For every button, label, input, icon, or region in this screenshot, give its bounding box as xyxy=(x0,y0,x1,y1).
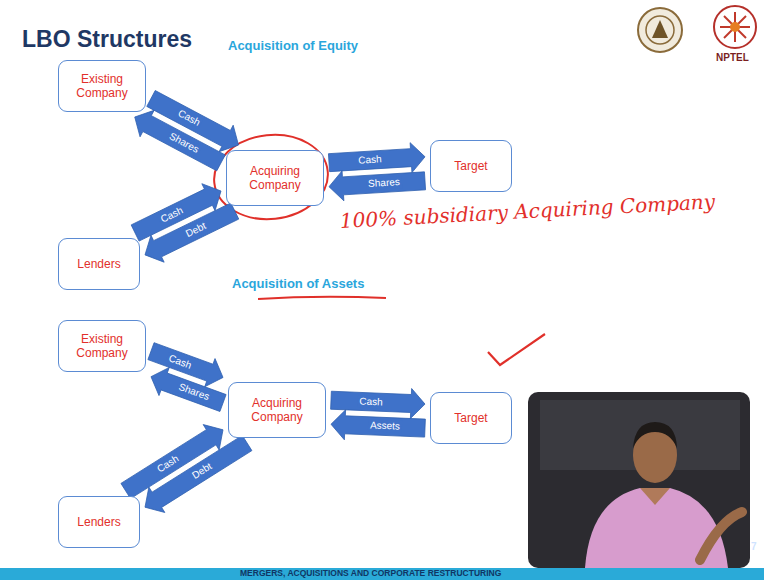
box-label: Lenders xyxy=(77,515,120,529)
nptel-logo-hub xyxy=(730,22,740,32)
box-label: Target xyxy=(454,159,487,173)
company-box: Existing Company xyxy=(58,320,146,372)
handwritten-checkmark xyxy=(488,334,545,365)
arrow-label: Assets xyxy=(368,420,402,433)
flow-arrow xyxy=(145,203,239,262)
arrow-label: Cash xyxy=(357,395,385,408)
footer-text: MERGERS, ACQUISITIONS AND CORPORATE REST… xyxy=(240,568,501,580)
company-box: Acquiring Company xyxy=(226,150,324,206)
presenter-hair xyxy=(633,422,677,448)
flow-arrow xyxy=(331,410,425,440)
logo-ring xyxy=(646,16,674,44)
section-heading: Acquisition of Assets xyxy=(232,276,364,292)
box-label: Existing Company xyxy=(65,72,139,100)
flow-arrow xyxy=(329,171,426,201)
box-label: Acquiring Company xyxy=(233,164,317,192)
flow-arrow xyxy=(151,367,226,411)
presenter-neck xyxy=(640,488,670,505)
presenter-video xyxy=(528,392,750,568)
presenter-hand xyxy=(700,512,742,560)
flow-arrow xyxy=(145,435,252,512)
flow-arrow xyxy=(328,143,425,173)
box-label: Existing Company xyxy=(65,332,139,360)
slide-title: LBO Structures xyxy=(22,26,192,53)
page-number: 7 xyxy=(751,540,757,553)
company-box: Existing Company xyxy=(58,60,146,112)
nptel-logo-spokes xyxy=(720,12,750,42)
company-box: Lenders xyxy=(58,496,140,548)
company-box: Target xyxy=(430,140,512,192)
arrow-label: Cash xyxy=(356,153,384,167)
box-label: Lenders xyxy=(77,257,120,271)
handwritten-note: 100% subsidiary Acquiring Company xyxy=(339,190,715,233)
company-box: Acquiring Company xyxy=(228,382,326,438)
section-heading: Acquisition of Equity xyxy=(228,38,358,54)
company-box: Target xyxy=(430,392,512,444)
handwritten-underline xyxy=(258,297,386,299)
logo-emblem xyxy=(652,20,668,38)
logo-caption: NPTEL xyxy=(716,51,749,64)
nptel-logo xyxy=(714,6,756,48)
box-label: Acquiring Company xyxy=(235,396,319,424)
institute-logo xyxy=(638,8,682,52)
footer-bar xyxy=(0,568,764,580)
box-label: Target xyxy=(454,411,487,425)
company-box: Lenders xyxy=(58,238,140,290)
